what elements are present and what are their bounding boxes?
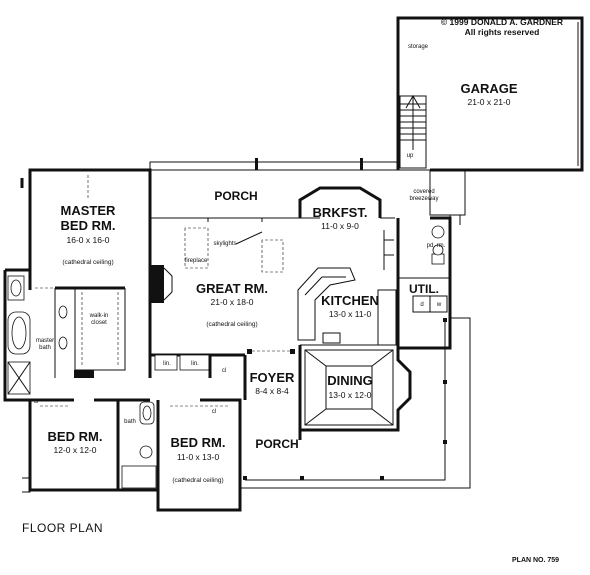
closet-label: closet — [91, 320, 107, 326]
top-porch — [149, 158, 430, 219]
bed2-dims: 12-0 x 12-0 — [54, 445, 97, 455]
foyer-closet-label: cl — [222, 368, 226, 374]
floor-plan-caption: FLOOR PLAN — [22, 521, 104, 535]
dryer-label: d — [420, 302, 423, 308]
breezeway-label: breezeway — [409, 196, 438, 202]
plan-number: PLAN NO. 759 — [512, 557, 560, 564]
kitchen — [297, 267, 397, 346]
bedroom-3 — [156, 398, 242, 512]
linen-2-label: lin. — [191, 361, 199, 367]
washer-label: w — [436, 302, 442, 308]
powder-room-label: pd. rm. — [427, 243, 446, 249]
powder-and-utility — [396, 216, 452, 350]
breakfast-nook — [298, 186, 395, 270]
master-label-1: MASTER — [61, 203, 117, 218]
top-porch-label: PORCH — [214, 189, 257, 203]
copyright-notice: © 1999 DONALD A. GARDNER All rights rese… — [432, 17, 572, 37]
stairs-up-label: up — [407, 153, 414, 159]
fireplace-label: fireplace — [185, 258, 208, 264]
kitchen-label: KITCHEN — [321, 293, 379, 308]
bed2-closet-label: cl — [34, 399, 38, 405]
hall-bath-label: bath — [124, 419, 136, 425]
storage-label: storage — [408, 44, 429, 50]
wrap-porch — [239, 317, 471, 489]
bed3-closet-label: cl — [212, 409, 216, 415]
master-bath — [3, 268, 126, 402]
kitchen-dims: 13-0 x 11-0 — [329, 309, 372, 319]
foyer — [243, 349, 302, 440]
great-room — [148, 218, 284, 378]
breakfast-dims: 11-0 x 9-0 — [321, 221, 359, 231]
master-label-2: BED RM. — [61, 218, 116, 233]
master-bath-label-2: bath — [39, 345, 51, 351]
utility-label: UTIL. — [409, 282, 439, 296]
linen-1-label: lin. — [163, 361, 171, 367]
bed2-label: BED RM. — [48, 429, 103, 444]
foyer-label: FOYER — [250, 370, 295, 385]
great-room-label: GREAT RM. — [196, 281, 268, 296]
bottom-porch-label: PORCH — [255, 437, 298, 451]
master-bath-label-1: master — [36, 338, 54, 344]
bed3-dims: 11-0 x 13-0 — [177, 452, 220, 462]
foyer-dims: 8-4 x 8-4 — [255, 386, 289, 396]
master-note: (cathedral ceiling) — [62, 259, 113, 266]
hall-bath — [116, 400, 158, 492]
copyright-line-1: © 1999 DONALD A. GARDNER — [440, 17, 564, 27]
covered-label: covered — [413, 189, 434, 195]
copyright-line-2: All rights reserved — [464, 27, 540, 37]
dining-label: DINING — [327, 373, 373, 388]
dining-dims: 13-0 x 12-0 — [329, 390, 372, 400]
garage-dims: 21-0 x 21-0 — [468, 97, 511, 107]
bed3-note: (cathedral ceiling) — [172, 477, 223, 484]
breakfast-label: BRKFST. — [313, 205, 368, 220]
garage — [396, 16, 584, 172]
dining-room — [298, 345, 412, 432]
bed3-label: BED RM. — [171, 435, 226, 450]
garage-label: GARAGE — [460, 81, 517, 96]
skylights-label: skylights — [213, 241, 236, 247]
great-room-note: (cathedral ceiling) — [206, 321, 257, 328]
master-dims: 16-0 x 16-0 — [67, 235, 110, 245]
walk-in-label: walk-in — [89, 313, 109, 319]
great-room-dims: 21-0 x 18-0 — [211, 297, 254, 307]
